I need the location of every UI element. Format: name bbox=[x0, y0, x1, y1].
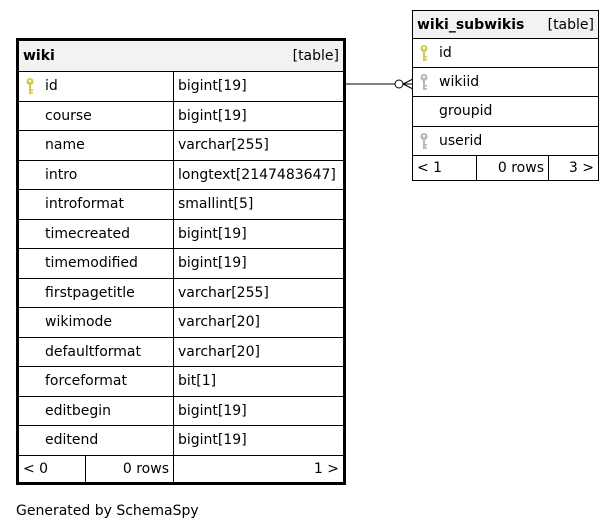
wiki-subwikis-table[interactable]: wiki_subwikis [table] id wikiid groupid use… bbox=[412, 10, 599, 181]
column-name: editbegin bbox=[45, 402, 112, 419]
column-type: varchar[20] bbox=[178, 343, 260, 360]
column-name: id bbox=[45, 78, 58, 95]
column-name-cell: groupid bbox=[413, 97, 598, 125]
column-name-cell: firstpagetitle bbox=[19, 278, 174, 307]
column-row-9[interactable]: defaultformat varchar[20] bbox=[19, 337, 343, 367]
table-footer: < 1 0 rows 3 > bbox=[413, 155, 598, 180]
row-count: 0 rows bbox=[477, 155, 549, 180]
column-type: longtext[2147483647] bbox=[178, 166, 336, 183]
column-type: varchar[255] bbox=[178, 284, 269, 301]
column-name: wikiid bbox=[439, 74, 480, 91]
column-name: wikimode bbox=[45, 314, 113, 331]
table-name: wiki_subwikis bbox=[417, 16, 525, 33]
column-name: defaultformat bbox=[45, 343, 141, 360]
column-row-2[interactable]: name varchar[255] bbox=[19, 131, 343, 161]
column-name: editend bbox=[45, 432, 99, 449]
column-name-cell: defaultformat bbox=[19, 337, 174, 366]
column-type: bigint[19] bbox=[178, 402, 247, 419]
wiki-subwikis-table-header[interactable]: wiki_subwikis [table] bbox=[413, 11, 598, 39]
column-name: timemodified bbox=[45, 255, 138, 272]
column-name: introformat bbox=[45, 196, 124, 213]
column-name: groupid bbox=[439, 103, 493, 120]
column-name-cell: timemodified bbox=[19, 249, 174, 278]
column-row-10[interactable]: forceformat bit[1] bbox=[19, 367, 343, 397]
column-name: intro bbox=[45, 166, 78, 183]
column-row-0[interactable]: id bbox=[413, 39, 598, 69]
column-type: bigint[19] bbox=[178, 225, 247, 242]
column-name-cell: wikimode bbox=[19, 308, 174, 337]
column-type: bigint[19] bbox=[178, 432, 247, 449]
wiki-table[interactable]: wiki [table] id bigint[19] course bigint[19… bbox=[16, 38, 346, 485]
column-row-3[interactable]: userid bbox=[413, 127, 598, 156]
column-row-6[interactable]: timemodified bigint[19] bbox=[19, 249, 343, 279]
generated-by-caption: Generated by SchemaSpy bbox=[16, 503, 199, 519]
column-name-cell: id bbox=[19, 72, 174, 101]
foreign-key-icon bbox=[419, 132, 429, 150]
column-name: firstpagetitle bbox=[45, 284, 135, 301]
column-name-cell: course bbox=[19, 101, 174, 130]
column-row-3[interactable]: intro longtext[2147483647] bbox=[19, 160, 343, 190]
table-kind: [table] bbox=[292, 48, 339, 64]
column-row-7[interactable]: firstpagetitle varchar[255] bbox=[19, 278, 343, 308]
table-kind: [table] bbox=[547, 16, 594, 33]
column-name-cell: forceformat bbox=[19, 367, 174, 396]
column-row-2[interactable]: groupid bbox=[413, 97, 598, 127]
column-type: bigint[19] bbox=[178, 78, 247, 95]
column-name-cell: wikiid bbox=[413, 68, 598, 96]
column-name: timecreated bbox=[45, 225, 130, 242]
primary-key-icon bbox=[419, 44, 429, 62]
column-row-8[interactable]: wikimode varchar[20] bbox=[19, 308, 343, 338]
primary-key-icon bbox=[25, 77, 35, 95]
column-name: userid bbox=[439, 132, 483, 149]
parents-count[interactable]: < 1 bbox=[413, 155, 477, 180]
column-type: smallint[5] bbox=[178, 196, 254, 213]
children-count[interactable]: 3 > bbox=[568, 159, 594, 176]
row-count: 0 rows bbox=[86, 455, 174, 482]
column-type: bigint[19] bbox=[178, 107, 247, 124]
parents-count[interactable]: < 0 bbox=[19, 455, 86, 482]
column-name-cell: intro bbox=[19, 160, 174, 189]
children-count[interactable]: 1 > bbox=[313, 460, 339, 477]
column-name: name bbox=[45, 137, 85, 154]
wiki-table-header[interactable]: wiki [table] bbox=[19, 41, 343, 72]
column-type: varchar[20] bbox=[178, 314, 260, 331]
column-row-11[interactable]: editbegin bigint[19] bbox=[19, 396, 343, 426]
foreign-key-icon bbox=[419, 73, 429, 91]
column-type: bit[1] bbox=[178, 373, 217, 390]
column-row-1[interactable]: course bigint[19] bbox=[19, 101, 343, 131]
column-name: id bbox=[439, 45, 452, 62]
column-name-cell: id bbox=[413, 39, 598, 67]
column-row-0[interactable]: id bigint[19] bbox=[19, 72, 343, 102]
table-name: wiki bbox=[23, 48, 55, 64]
column-row-5[interactable]: timecreated bigint[19] bbox=[19, 219, 343, 249]
column-name-cell: userid bbox=[413, 127, 598, 155]
column-name: course bbox=[45, 107, 92, 124]
column-row-1[interactable]: wikiid bbox=[413, 68, 598, 98]
column-name-cell: introformat bbox=[19, 190, 174, 219]
column-name: forceformat bbox=[45, 373, 127, 390]
table-footer: < 0 0 rows 1 > bbox=[19, 455, 343, 482]
column-name-cell: editbegin bbox=[19, 396, 174, 425]
column-type: varchar[255] bbox=[178, 137, 269, 154]
column-name-cell: timecreated bbox=[19, 219, 174, 248]
column-type: bigint[19] bbox=[178, 255, 247, 272]
column-name-cell: name bbox=[19, 131, 174, 160]
column-row-12[interactable]: editend bigint[19] bbox=[19, 426, 343, 456]
column-row-4[interactable]: introformat smallint[5] bbox=[19, 190, 343, 220]
column-name-cell: editend bbox=[19, 426, 174, 455]
